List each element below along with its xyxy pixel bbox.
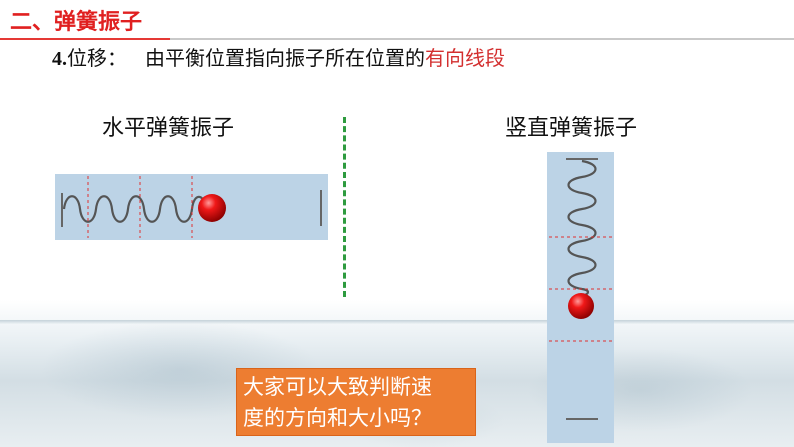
title-underline bbox=[0, 38, 794, 40]
horizontal-oscillator bbox=[61, 176, 322, 238]
definition-line: 4.位移： 由平衡位置指向振子所在位置的有向线段 bbox=[38, 42, 505, 71]
horizontal-spring bbox=[62, 195, 208, 223]
vertical-oscillator-label: 竖直弹簧振子 bbox=[505, 116, 638, 141]
question-line-2: 度的方向和大小吗？ bbox=[243, 406, 432, 430]
vertical-oscillator bbox=[549, 158, 612, 420]
section-title: 二、弹簧振子 bbox=[10, 10, 143, 35]
horizontal-oscillator-label: 水平弹簧振子 bbox=[102, 116, 235, 141]
definition-body: 由平衡位置指向振子所在位置的 bbox=[145, 46, 425, 70]
vertical-spring bbox=[567, 159, 597, 298]
definition-highlight: 有向线段 bbox=[425, 46, 505, 70]
question-line-1: 大家可以大致判断速 bbox=[243, 375, 432, 399]
vertical-ball bbox=[568, 293, 594, 319]
water-surface-line bbox=[0, 320, 794, 324]
horizontal-ball bbox=[198, 194, 226, 222]
dashed-divider bbox=[343, 117, 346, 297]
question-box: 大家可以大致判断速 度的方向和大小吗？ bbox=[236, 368, 476, 436]
definition-number: 4. bbox=[52, 48, 67, 70]
definition-term: 位移： bbox=[67, 46, 127, 70]
